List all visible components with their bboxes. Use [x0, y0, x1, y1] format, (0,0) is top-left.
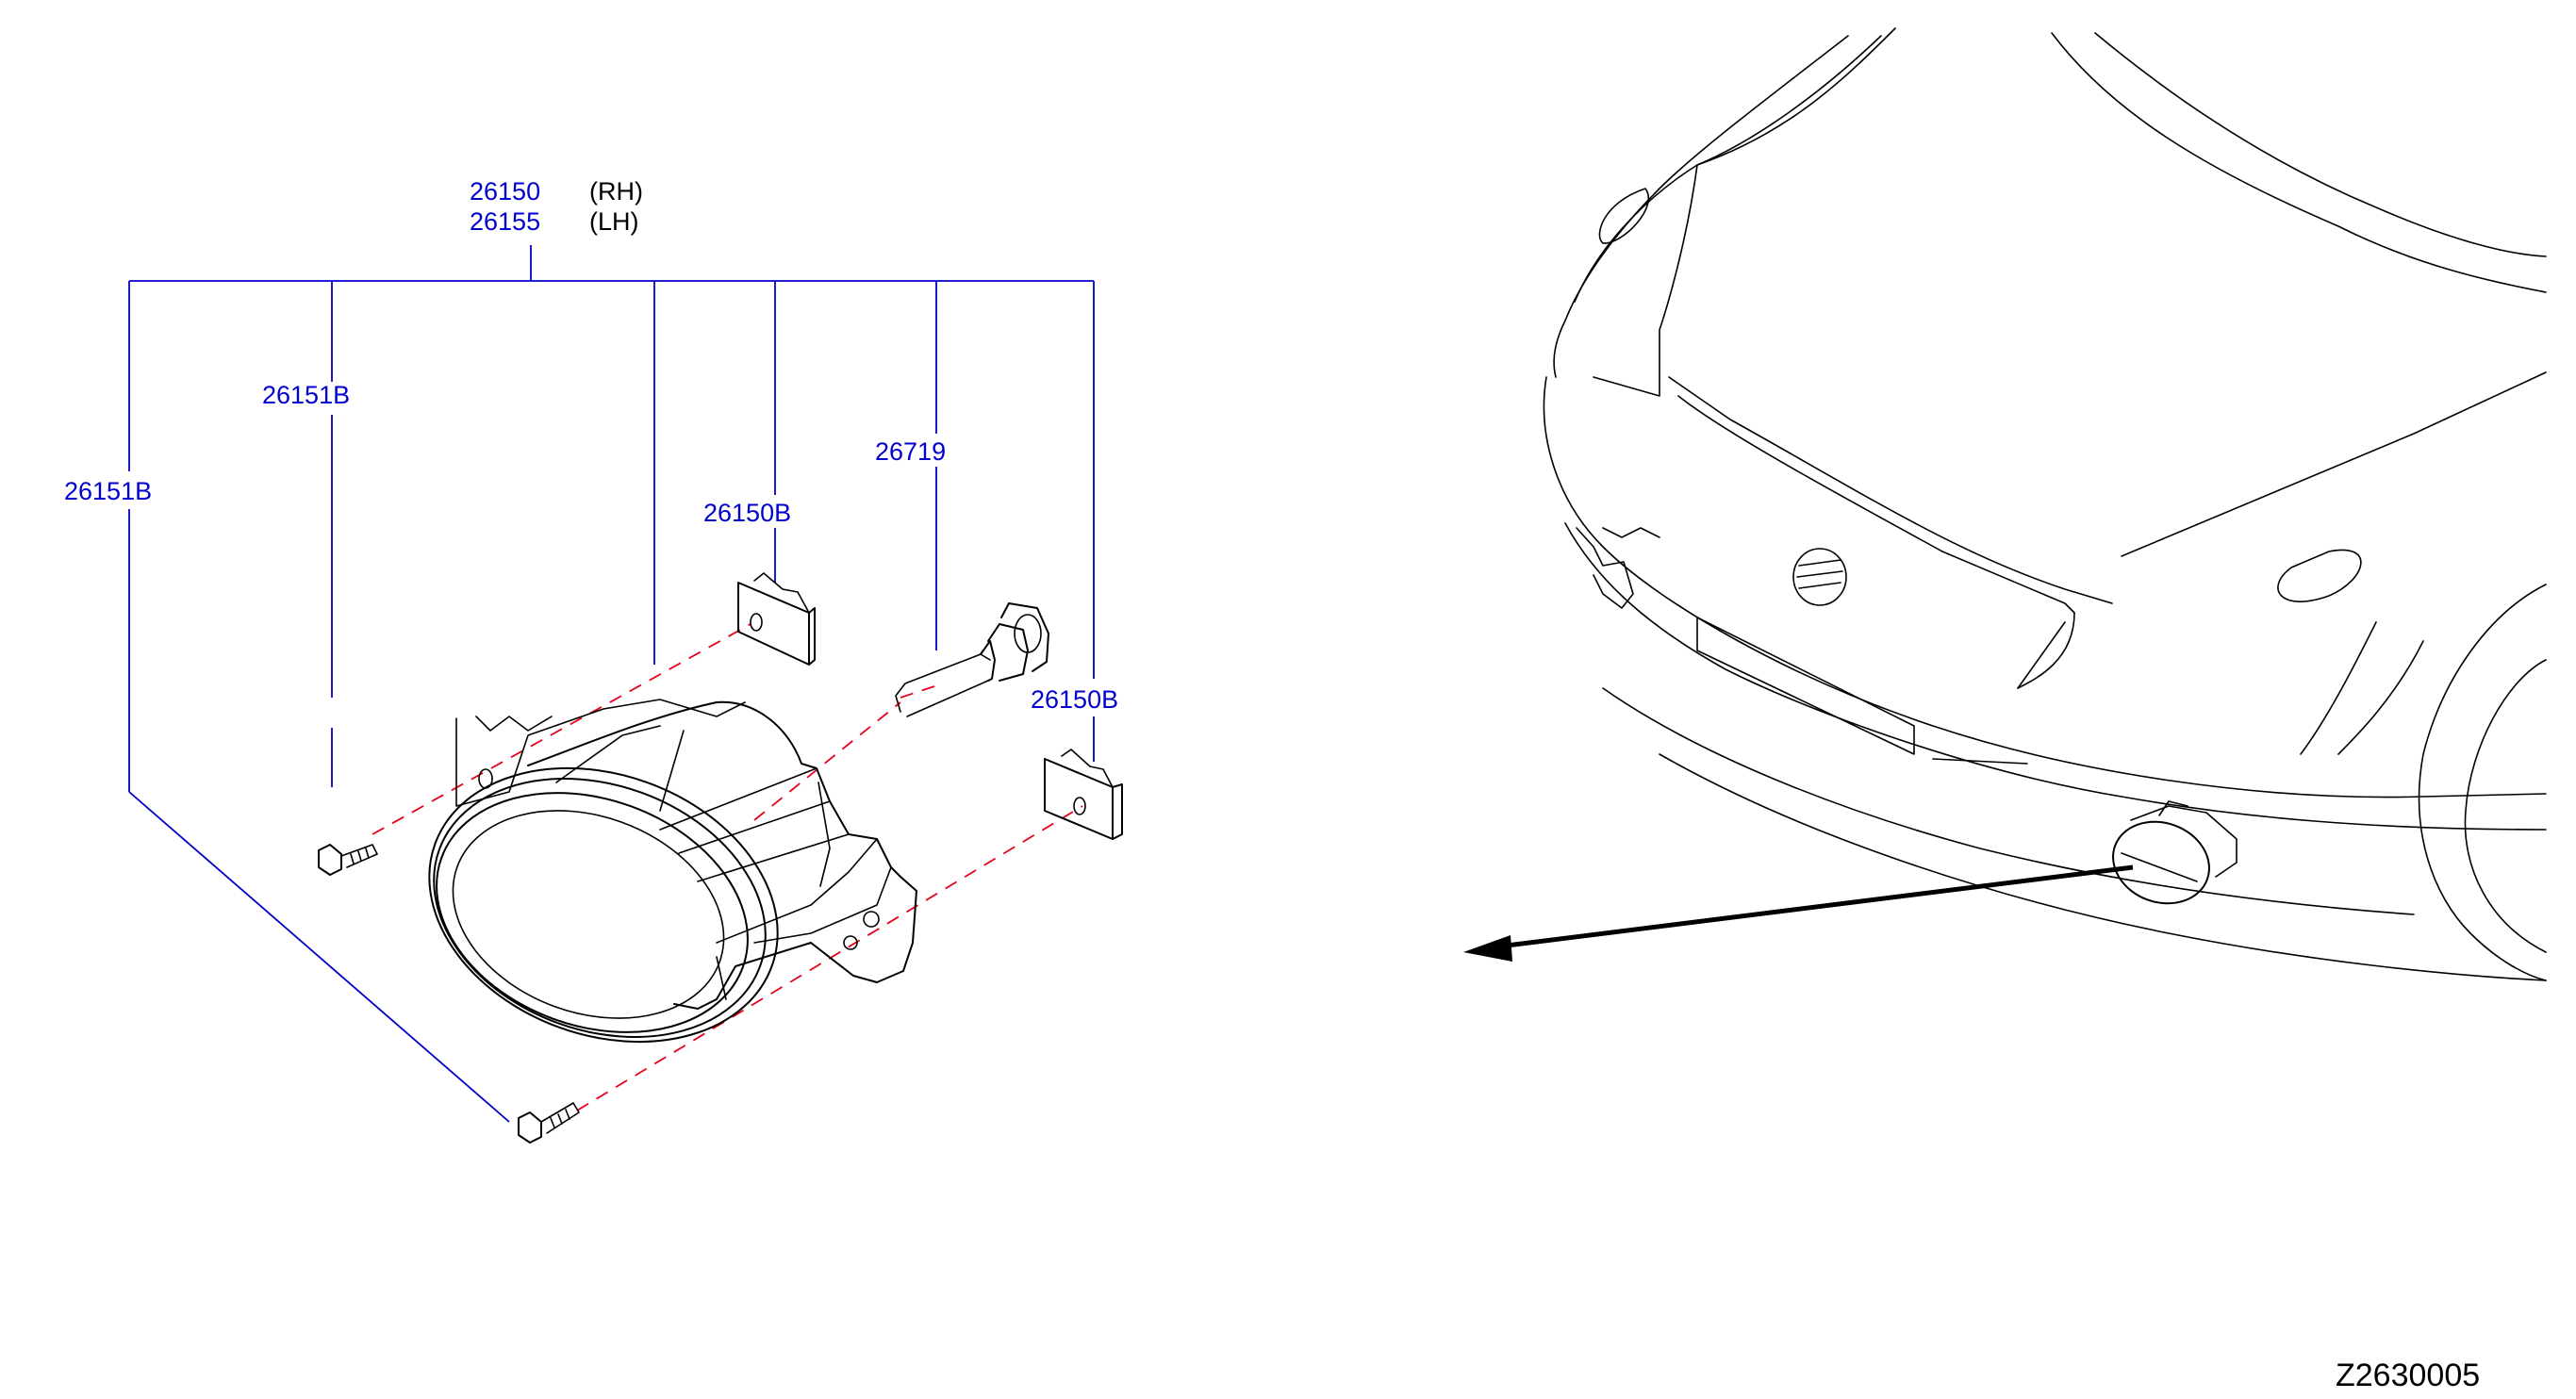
- leader-lines: [128, 245, 1095, 1123]
- diagram-code: Z2630005: [2336, 1358, 2480, 1393]
- fog-lamp-bulb[interactable]: [895, 602, 1049, 717]
- callout-assembly-lh-part[interactable]: 26155: [470, 207, 540, 236]
- screw-upper[interactable]: [318, 844, 378, 876]
- callout-bracket-lower[interactable]: 26150B: [1031, 685, 1118, 714]
- bracket-clip-lower[interactable]: [1044, 749, 1123, 840]
- vehicle-locator-view: [1543, 27, 2547, 981]
- callout-screw-lower[interactable]: 26151B: [64, 477, 152, 505]
- callout-assembly-rh-part[interactable]: 26150: [470, 177, 540, 206]
- callout-assembly-lh-side: (LH): [589, 207, 639, 236]
- bracket-clip-upper[interactable]: [737, 572, 816, 666]
- fastener-lines: [372, 623, 1083, 1111]
- locator-arrow: [1463, 864, 2134, 962]
- callout-bulb[interactable]: 26719: [875, 437, 946, 466]
- callout-assembly-rh-side: (RH): [589, 177, 643, 206]
- screw-lower[interactable]: [518, 1102, 580, 1144]
- callout-screw-upper[interactable]: 26151B: [262, 381, 350, 409]
- fog-lamp-assembly[interactable]: [390, 699, 917, 1089]
- callout-bracket-upper[interactable]: 26150B: [703, 499, 791, 527]
